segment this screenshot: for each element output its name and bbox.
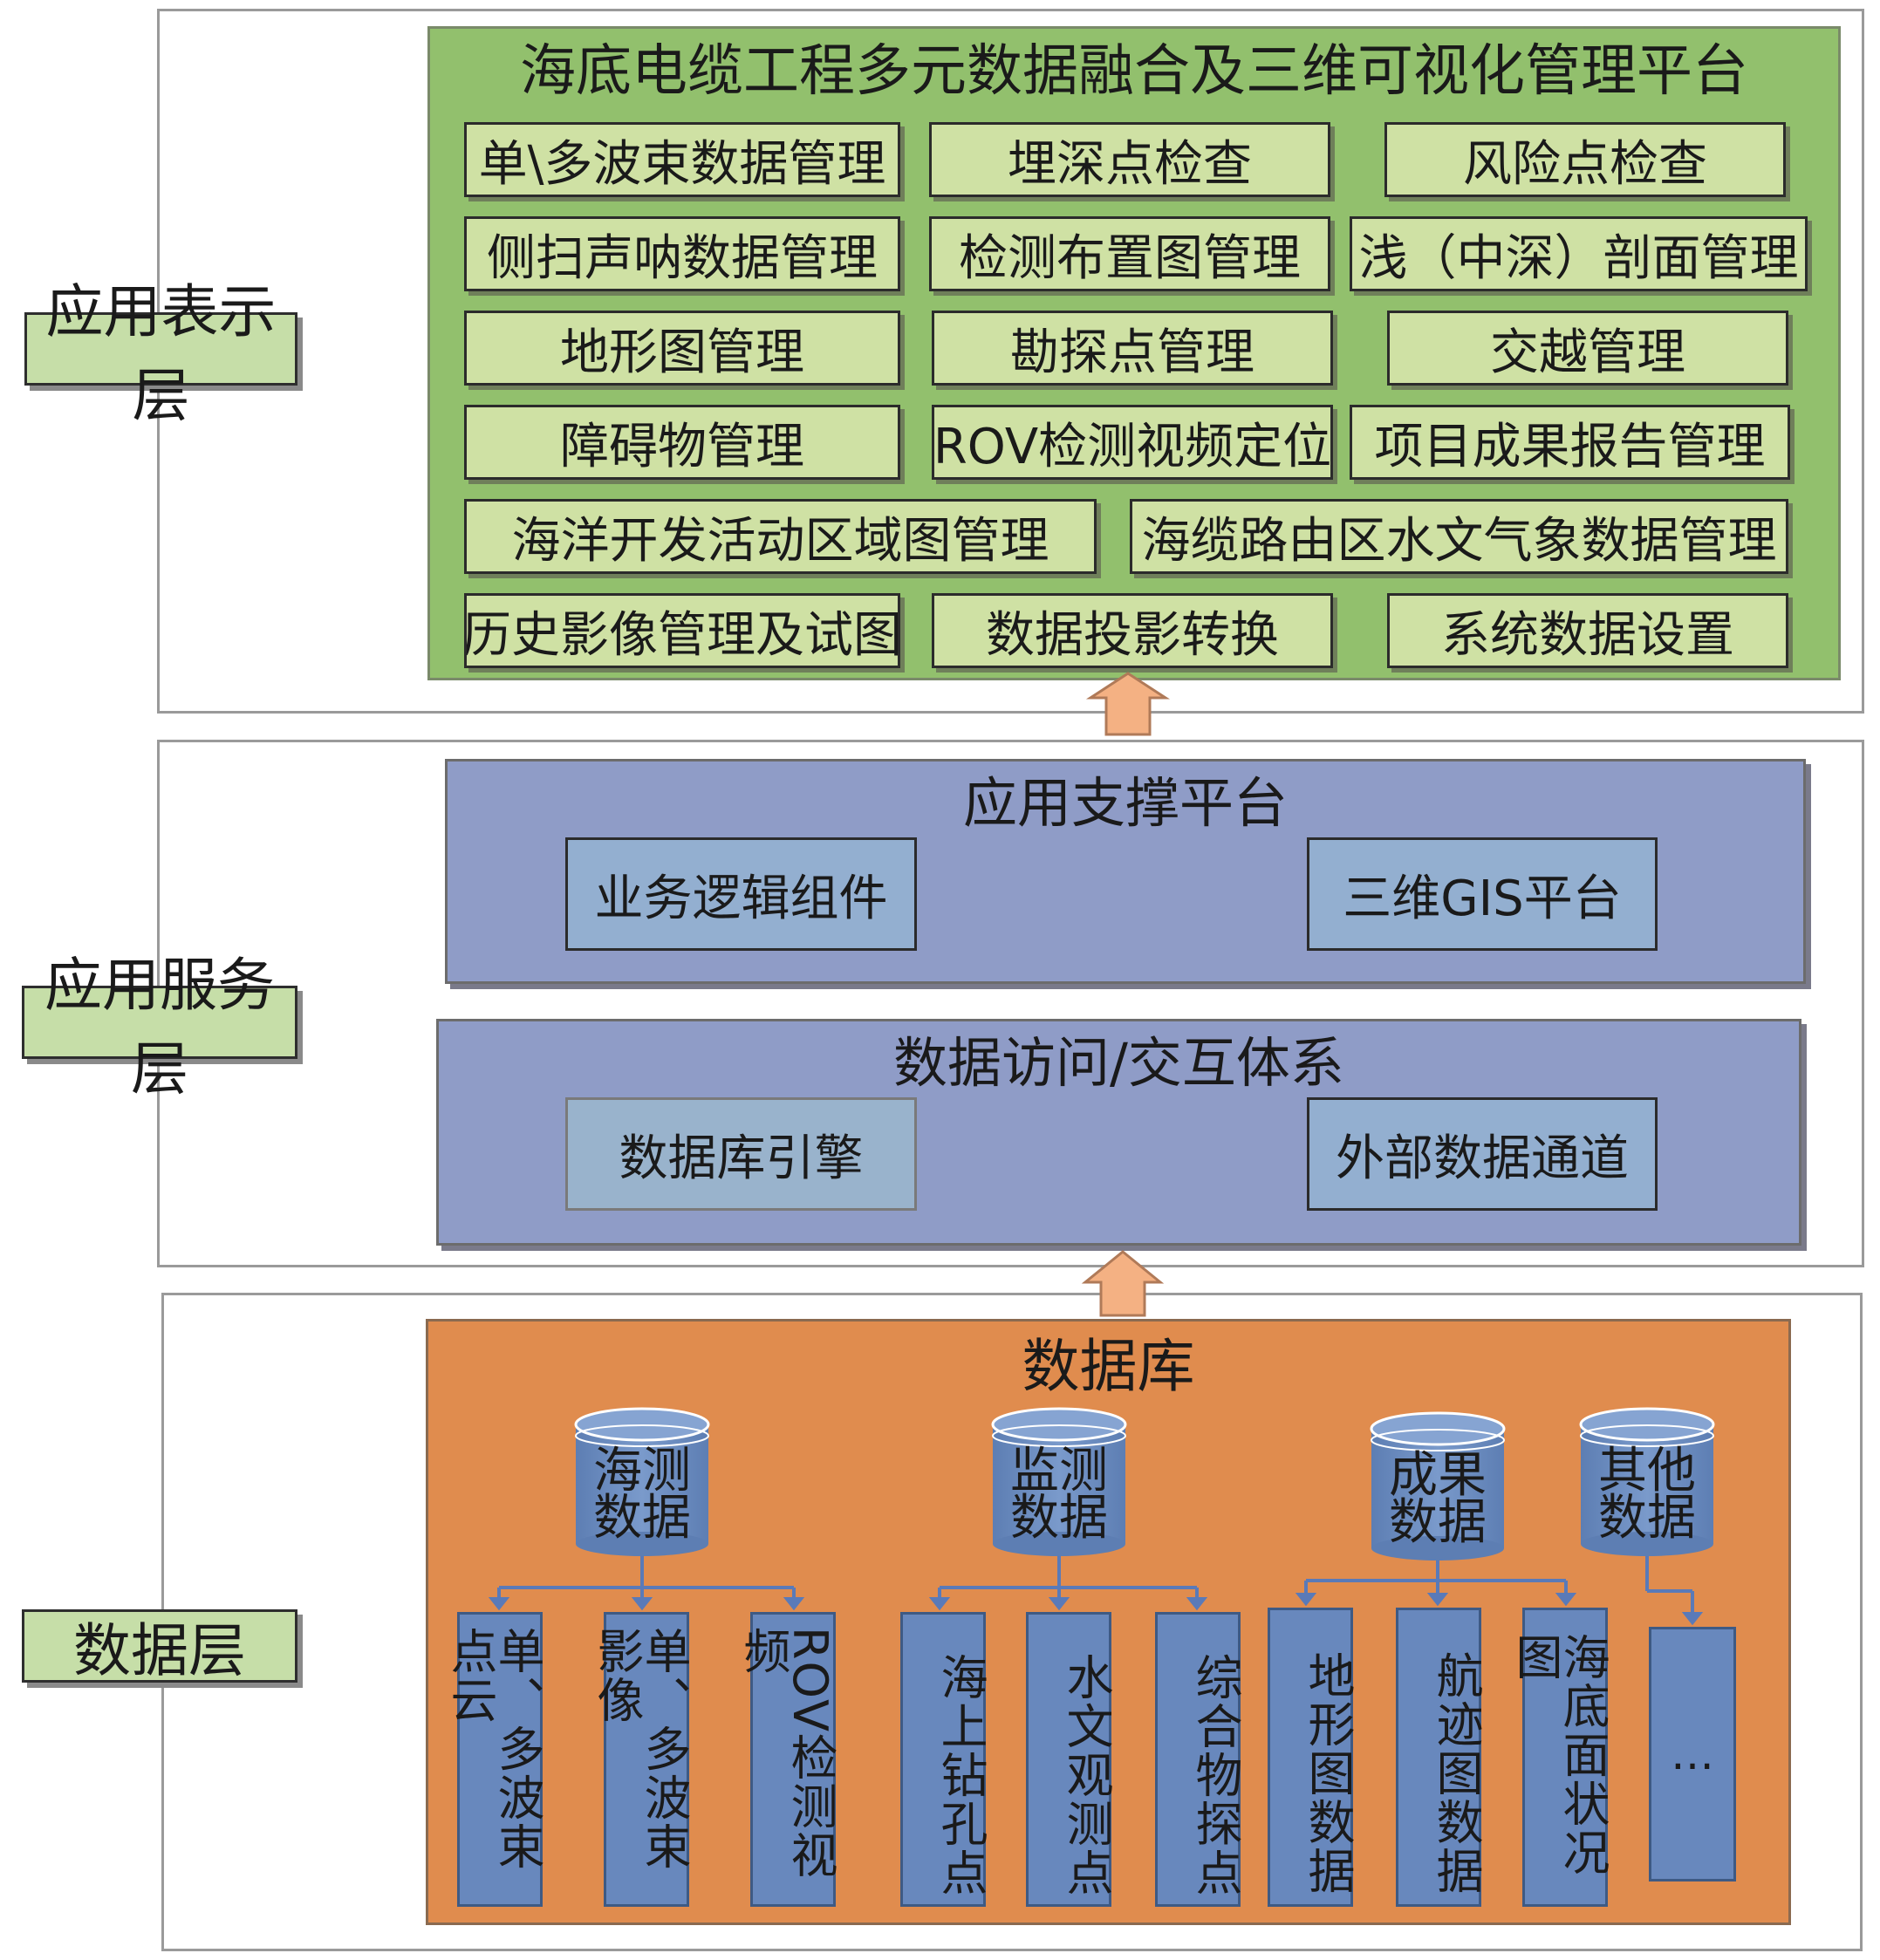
module-crossing[interactable]: 交越管理: [1387, 311, 1788, 386]
leaf-geophysical-points[interactable]: 综合物探点: [1155, 1612, 1242, 1907]
db-group-label-other: 其他 数据: [1581, 1443, 1713, 1547]
business-logic-component[interactable]: 业务逻辑组件: [565, 837, 917, 951]
external-data-channel[interactable]: 外部数据通道: [1307, 1097, 1658, 1211]
db-group-label-monitoring: 监测 数据: [993, 1443, 1125, 1547]
database-title: 数据库: [1022, 1333, 1195, 1400]
module-risk-point-check[interactable]: 风险点检查: [1384, 122, 1786, 197]
database-cylinder-icon: [991, 1407, 1127, 1556]
module-exploration-points[interactable]: 勘探点管理: [932, 311, 1333, 386]
module-hydro-meteorological-data[interactable]: 海缆路由区水文气象数据管理: [1130, 499, 1788, 574]
module-system-settings[interactable]: 系统数据设置: [1387, 593, 1788, 668]
leaf-multibeam-imagery[interactable]: 单、多波束影像: [589, 1612, 691, 1907]
leaf-track-map-data[interactable]: 航迹图数据: [1396, 1608, 1483, 1907]
db-group-label-line: 数据: [593, 1490, 691, 1547]
module-project-reports[interactable]: 项目成果报告管理: [1350, 405, 1790, 480]
arrow-up-icon: [1085, 672, 1171, 736]
module-obstacles[interactable]: 障碍物管理: [464, 405, 900, 480]
db-group-label-line: 其他: [1598, 1443, 1696, 1499]
module-projection-conversion[interactable]: 数据投影转换: [932, 593, 1333, 668]
db-group-label-line: 成果: [1389, 1447, 1487, 1504]
leaf-offshore-boreholes[interactable]: 海上钻孔点: [900, 1612, 988, 1907]
db-group-label-results: 成果 数据: [1371, 1447, 1504, 1551]
app-support-title: 应用支撑平台: [962, 771, 1288, 835]
connector-lines: [488, 1556, 1704, 1626]
presentation-platform-title: 海底电缆工程多元数据融合及三维可视化管理平台: [520, 39, 1748, 104]
database-cylinder-icon: [574, 1407, 710, 1556]
module-topographic-map[interactable]: 地形图管理: [464, 311, 900, 386]
db-group-label-line: 数据: [1389, 1494, 1487, 1551]
leaf-more[interactable]: …: [1649, 1627, 1736, 1881]
db-group-label-line: 海测: [593, 1443, 691, 1499]
leaf-topographic-data[interactable]: 地形图数据: [1268, 1608, 1355, 1907]
3d-gis-platform[interactable]: 三维GIS平台: [1307, 837, 1658, 951]
db-group-label-line: 数据: [1598, 1490, 1696, 1547]
module-burial-depth-check[interactable]: 埋深点检查: [929, 122, 1330, 197]
database-cylinder-icon: [1370, 1411, 1506, 1560]
data-access-title: 数据访问/交互体系: [893, 1031, 1344, 1095]
module-marine-development-zones[interactable]: 海洋开发活动区域图管理: [464, 499, 1097, 574]
layer-label-data: 数据层: [22, 1609, 297, 1684]
db-group-label-survey: 海测 数据: [576, 1443, 708, 1547]
db-group-label-line: 数据: [1010, 1490, 1108, 1547]
database-cylinder-icon: [1579, 1407, 1715, 1556]
db-group-label-line: 监测: [1010, 1443, 1108, 1499]
module-side-scan-sonar[interactable]: 侧扫声呐数据管理: [464, 216, 900, 291]
module-inspection-layout[interactable]: 检测布置图管理: [929, 216, 1330, 291]
module-multibeam-data[interactable]: 单\多波束数据管理: [464, 122, 900, 197]
module-sub-bottom-profile[interactable]: 浅（中深）剖面管理: [1350, 216, 1808, 291]
leaf-hydrological-stations[interactable]: 水文观测点: [1026, 1612, 1113, 1907]
module-rov-video-positioning[interactable]: ROV检测视频定位: [932, 405, 1333, 480]
leaf-multibeam-point-cloud[interactable]: 单、多波束点云: [442, 1612, 544, 1907]
database-engine[interactable]: 数据库引擎: [565, 1097, 917, 1211]
leaf-rov-inspection-video[interactable]: ROV检测视频: [735, 1612, 837, 1907]
module-historical-imagery[interactable]: 历史影像管理及试图: [464, 593, 900, 668]
leaf-seabed-condition-map[interactable]: 海底面状况图: [1507, 1608, 1610, 1907]
arrow-up-icon: [1081, 1250, 1165, 1317]
